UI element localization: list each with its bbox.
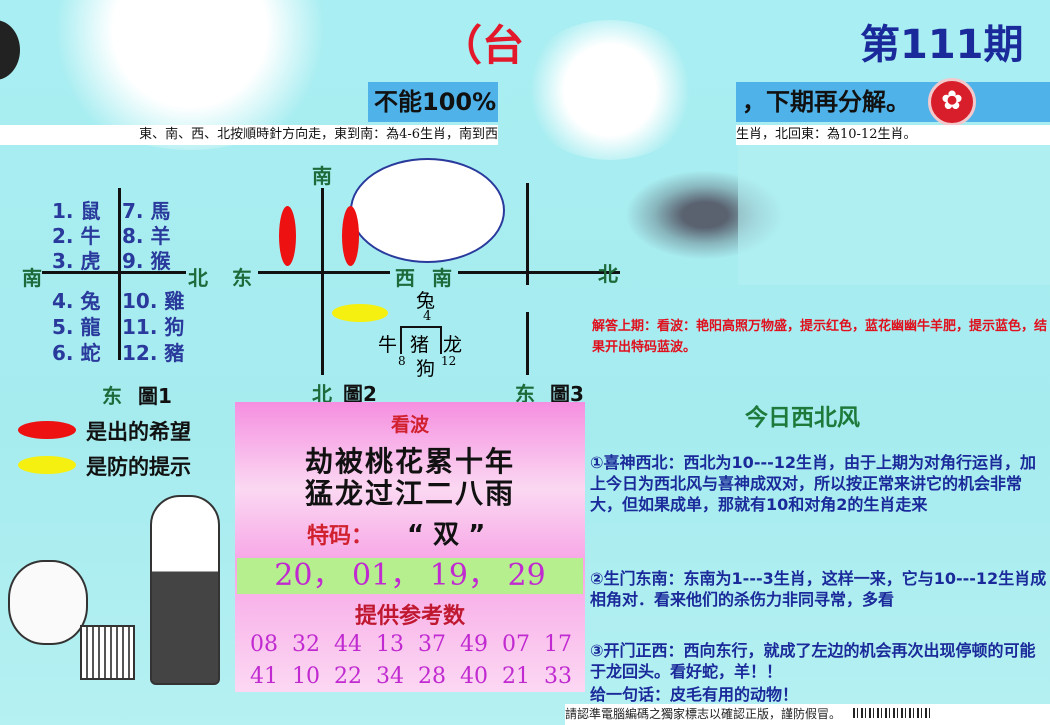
zodiac-item: 5. 龍 (52, 315, 101, 339)
rule-strip-right: 生肖，北回東：為10-12生肖。 (736, 125, 1050, 145)
fig3-dir-right: 北 (598, 262, 618, 286)
reference-row: 08 32 44 13 37 49 07 17 (243, 632, 579, 657)
footer-notice: 請認準電腦編碼之獨家標志以確認正版，謹防假冒。 (565, 704, 1050, 725)
analysis-paragraph: ②生门东南：东南为1---3生肖，这样一来，它与10---12生肖成相角对．看来… (590, 569, 1047, 609)
zodiac-item: 6. 蛇 (52, 341, 101, 365)
diagram-top: 兔 (416, 290, 436, 312)
fig1-caption: 圖1 (138, 384, 172, 408)
prediction-panel: 看波 劫被桃花累十年 猛龙过江二八雨 特码： “ 双 ” 20， 01， 19，… (235, 402, 585, 692)
title-fragment: （台 (440, 21, 525, 70)
diagram-top-num: 4 (423, 309, 432, 324)
rule-strip-left: 東、南、西、北按順時針方向走，東到南：為4-6生肖，南到西 (0, 125, 498, 145)
zodiac-item: 10. 雞 (122, 289, 185, 313)
ref-number: 49 (460, 632, 488, 657)
issue-number: 第111期 (860, 22, 1024, 68)
diagram-center: 猪 (410, 334, 430, 356)
fig1-dir-left: 南 (22, 266, 42, 290)
banner-left: 不能100%， (368, 82, 498, 122)
cartoon-pig-illustration (8, 560, 88, 645)
fig2-dir-top: 南 (312, 164, 332, 188)
ref-number: 41 (250, 664, 278, 689)
poem-line: 劫被桃花累十年 (304, 445, 515, 478)
ref-number: 22 (334, 664, 362, 689)
cloud-decoration (520, 20, 700, 160)
special-label: 特码： (307, 524, 374, 549)
zodiac-item: 4. 兔 (52, 289, 101, 313)
photo-white-area (738, 145, 1050, 285)
diagram-bottom-right-num: 12 (441, 354, 457, 368)
zodiac-item: 3. 虎 (52, 249, 101, 273)
ref-number: 28 (418, 664, 446, 689)
today-title: 今日西北风 (745, 405, 860, 431)
fig2-vertical-axis (321, 188, 324, 375)
diagram-right: 龙 (443, 334, 463, 356)
zodiac-item: 12. 豬 (122, 341, 185, 365)
fig3-vertical-axis-lower (526, 312, 529, 375)
ref-number: 32 (292, 632, 320, 657)
barcode-icon (852, 708, 933, 718)
fig3-vertical-axis (526, 183, 529, 285)
legend-red-label: 是出的希望 (86, 420, 191, 444)
panel-heading: 看波 (390, 414, 429, 436)
legend-red-swatch (18, 421, 76, 439)
closing-sentence: 给一句话：皮毛有用的动物！ (590, 685, 799, 704)
analysis-paragraph: ③开门正西：西向东行，就成了左边的机会再次出现停顿的可能于龙回头。看好蛇，羊！！ (590, 641, 1036, 681)
main-numbers-row: 20， 01， 19， 29 (237, 558, 583, 594)
ref-number: 17 (544, 632, 572, 657)
yellow-guard-marker (332, 304, 388, 322)
diagram-bottom-left-num: 8 (398, 354, 406, 368)
zodiac-item: 11. 狗 (122, 315, 185, 339)
ref-number: 07 (502, 632, 530, 657)
fig3-dir-left: 南 (432, 266, 452, 290)
last-issue-answer: 解答上期：看波：艳阳高照万物盛，提示红色，蓝花幽幽牛羊肥，提示蓝色，结果开出特码… (592, 319, 1048, 355)
ref-number: 13 (376, 632, 404, 657)
reference-label: 提供参考数 (354, 604, 465, 629)
ref-number: 08 (250, 632, 278, 657)
fig2-dir-right: 西 (395, 266, 415, 290)
ref-number: 34 (376, 664, 404, 689)
red-hope-marker (342, 206, 359, 266)
zodiac-item: 7. 馬 (122, 199, 171, 223)
ref-number: 10 (292, 664, 320, 689)
ref-number: 40 (460, 664, 488, 689)
fig3-caption-dir: 东 (515, 382, 535, 406)
zodiac-item: 2. 牛 (52, 224, 101, 248)
zodiac-item: 8. 羊 (122, 224, 171, 248)
logo-badge (350, 158, 505, 263)
fig2-horizontal-axis (258, 271, 390, 274)
poem-line: 猛龙过江二八雨 (304, 477, 515, 510)
ref-number: 37 (418, 632, 446, 657)
red-hope-marker (279, 206, 296, 266)
diagram-left: 牛 (378, 334, 398, 356)
ref-number: 33 (544, 664, 572, 689)
reference-row: 41 10 22 34 28 40 21 33 (243, 664, 579, 689)
fig1-dir-right: 北 (188, 266, 208, 290)
legend-yellow-label: 是防的提示 (86, 455, 191, 479)
fig2-dir-left: 东 (232, 266, 252, 290)
zodiac-item: 9. 猴 (122, 249, 171, 273)
diagram-box (400, 326, 442, 354)
special-value: “ 双 ” (407, 520, 486, 550)
diagram-bottom: 狗 (416, 358, 436, 380)
cartoon-goat-illustration (150, 495, 220, 685)
fig1-horizontal-axis (42, 271, 186, 274)
ref-number: 44 (334, 632, 362, 657)
dark-corner-decoration (0, 20, 20, 80)
cartoon-basket-illustration (80, 625, 135, 680)
hk-emblem-icon: ✿ (928, 78, 976, 126)
main-number: 01 (352, 558, 391, 593)
footer-text: 請認準電腦編碼之獨家標志以確認正版，謹防假冒。 (565, 707, 842, 721)
legend-yellow-swatch (18, 456, 76, 474)
zodiac-item: 1. 鼠 (52, 199, 101, 223)
fig3-horizontal-axis (458, 271, 620, 274)
fig1-caption-dir: 东 (102, 384, 122, 408)
main-number: 29 (507, 558, 546, 593)
banner-right: ，下期再分解。 (736, 82, 1050, 122)
main-number: 20 (274, 558, 313, 593)
main-number: 19 (429, 558, 468, 593)
fig2-caption-dir: 北 (312, 382, 332, 406)
analysis-paragraph: ①喜神西北：西北为10---12生肖，由于上期为对角行运肖，加上今日为西北风与喜… (590, 453, 1037, 514)
ref-number: 21 (502, 664, 530, 689)
fig1-vertical-axis (118, 188, 121, 360)
